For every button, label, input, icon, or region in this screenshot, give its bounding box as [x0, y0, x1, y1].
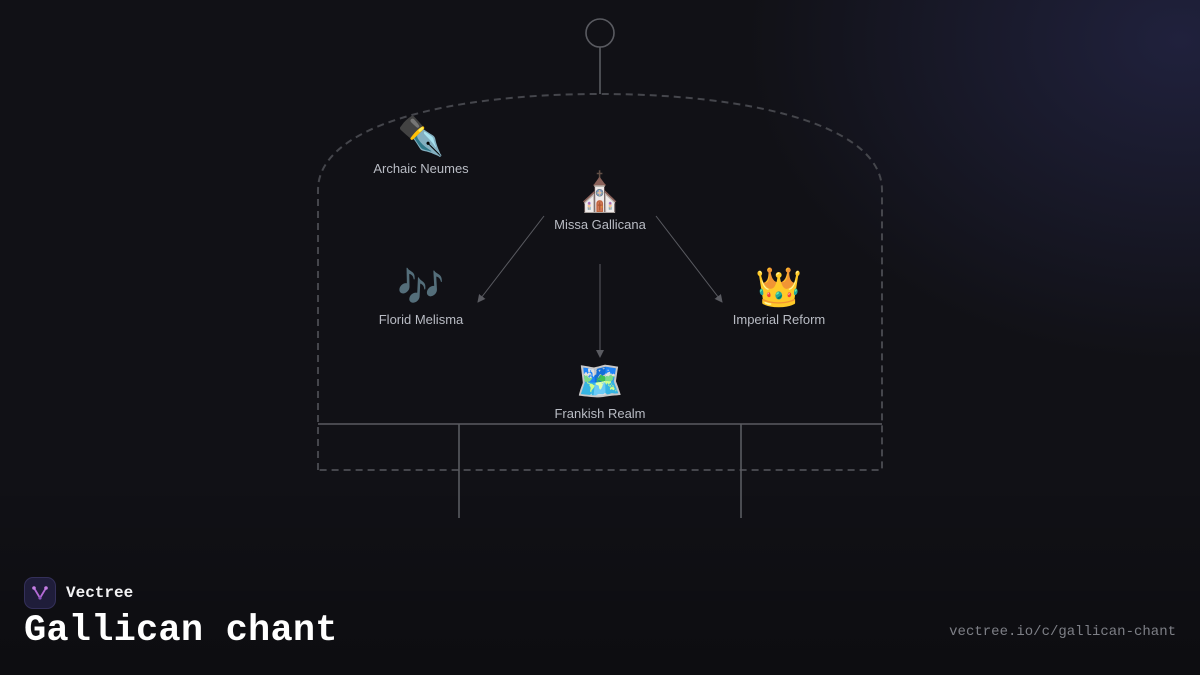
page-title: Gallican chant — [24, 610, 338, 652]
brand[interactable]: Vectree — [24, 577, 133, 609]
edge-missa-imperial — [655, 215, 723, 303]
page-url[interactable]: vectree.io/c/gallican-chant — [949, 624, 1176, 640]
node-florid-melisma[interactable]: 🎶 Florid Melisma — [341, 264, 501, 327]
world-map-icon: 🗺️ — [576, 359, 624, 403]
node-frankish-realm[interactable]: 🗺️ Frankish Realm — [520, 358, 680, 421]
dashed-frame — [317, 92, 883, 471]
brand-name: Vectree — [66, 584, 134, 602]
node-label: Florid Melisma — [378, 312, 464, 327]
crown-icon: 👑 — [755, 265, 803, 309]
church-icon: ⛪ — [576, 170, 624, 214]
node-archaic-neumes[interactable]: ✒️ Archaic Neumes — [341, 113, 501, 176]
node-imperial-reform[interactable]: 👑 Imperial Reform — [699, 264, 859, 327]
musical-notes-icon: 🎶 — [397, 265, 445, 309]
edge-missa-melisma — [477, 215, 545, 303]
node-label: Missa Gallicana — [554, 217, 646, 232]
node-label: Frankish Realm — [554, 406, 646, 421]
node-missa-gallicana[interactable]: ⛪ Missa Gallicana — [520, 169, 680, 232]
fountain-pen-icon: ✒️ — [397, 114, 445, 158]
ornament-ring — [585, 18, 615, 48]
node-label: Imperial Reform — [732, 312, 826, 327]
vectree-logo-icon — [24, 577, 56, 609]
node-label: Archaic Neumes — [373, 161, 469, 176]
